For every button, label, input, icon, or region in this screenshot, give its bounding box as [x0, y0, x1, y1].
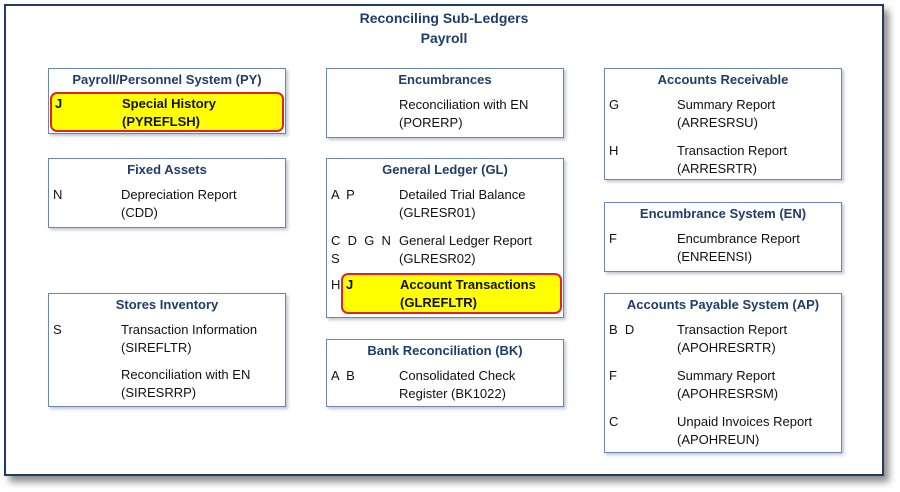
box-title: Accounts Receivable: [657, 72, 789, 87]
report-id: (ENREENSI): [677, 249, 753, 264]
report-id: (APOHRESRSM): [677, 386, 779, 401]
report-id: (SIRESRRP): [121, 385, 197, 400]
report-codes: A P: [331, 187, 355, 202]
report-codes: N: [53, 187, 63, 202]
report-id: (CDD): [121, 205, 158, 220]
box-title: Stores Inventory: [115, 297, 219, 312]
highlight-account-transactions: J Account Transactions (GLREFLTR): [341, 273, 562, 314]
report-name: Reconciliation with EN: [121, 367, 251, 382]
report-name: Transaction Report: [677, 143, 788, 158]
report-codes: G: [609, 97, 620, 112]
diagram-subtitle: Payroll: [420, 30, 468, 46]
report-name: Summary Report: [677, 368, 776, 383]
box-bank-reconciliation: Bank Reconciliation (BK) A B Consolidate…: [326, 339, 564, 407]
report-name: Special History: [122, 96, 216, 111]
report-id: (APOHREUN): [677, 432, 760, 447]
report-name: Transaction Report: [677, 322, 788, 337]
box-title: Fixed Assets: [127, 162, 207, 177]
report-codes: F: [609, 368, 617, 383]
report-id: Register (BK1022): [399, 386, 506, 401]
report-name: Detailed Trial Balance: [399, 187, 526, 202]
report-name: Encumbrance Report: [677, 231, 800, 246]
report-codes: J: [346, 277, 354, 292]
report-name: Depreciation Report: [121, 187, 237, 202]
box-encumbrance-system: Encumbrance System (EN) F Encumbrance Re…: [604, 202, 842, 272]
report-id: (GLRESR02): [399, 251, 476, 266]
highlight-special-history: J Special History (PYREFLSH): [50, 92, 284, 132]
box-stores-inventory: Stores Inventory S Transaction Informati…: [48, 293, 286, 407]
box-accounts-receivable: Accounts Receivable G Summary Report (AR…: [604, 68, 842, 180]
report-id: (PYREFLSH): [122, 114, 200, 129]
box-encumbrances: Encumbrances Reconciliation with EN (POR…: [326, 68, 564, 138]
report-codes: C: [609, 414, 619, 429]
report-codes: S: [331, 251, 340, 266]
report-codes: S: [53, 322, 62, 337]
report-id: (APOHRESRTR): [677, 340, 776, 355]
report-codes: H: [331, 277, 341, 292]
report-codes: B D: [609, 322, 635, 337]
report-codes: H: [609, 143, 619, 158]
box-title: Encumbrances: [398, 72, 492, 87]
report-codes: C D G N: [331, 233, 391, 248]
report-id: (ARRESRTR): [677, 161, 757, 176]
box-accounts-payable: Accounts Payable System (AP) B D Transac…: [604, 293, 842, 453]
box-title: Encumbrance System (EN): [639, 206, 807, 221]
report-name: Unpaid Invoices Report: [677, 414, 813, 429]
diagram-frame: Reconciling Sub-Ledgers Payroll Payroll/…: [4, 4, 884, 476]
report-codes: F: [609, 231, 617, 246]
report-id: (GLRESR01): [399, 205, 476, 220]
report-id: (GLREFLTR): [400, 295, 478, 310]
box-title: Accounts Payable System (AP): [626, 297, 820, 312]
box-title: Bank Reconciliation (BK): [367, 343, 523, 358]
report-name: Transaction Information: [121, 322, 258, 337]
report-name: Summary Report: [677, 97, 776, 112]
box-title: Payroll/Personnel System (PY): [72, 72, 262, 87]
box-title: General Ledger (GL): [382, 162, 508, 177]
report-codes: J: [55, 96, 63, 111]
report-id: (ARRESRSU): [677, 115, 758, 130]
report-id: (SIREFLTR): [121, 340, 192, 355]
box-fixed-assets: Fixed Assets N Depreciation Report (CDD): [48, 158, 286, 228]
report-name: General Ledger Report: [399, 233, 532, 248]
report-codes: A B: [331, 368, 355, 383]
box-payroll-personnel: Payroll/Personnel System (PY) J Special …: [48, 68, 286, 134]
box-general-ledger: General Ledger (GL) A P Detailed Trial B…: [326, 158, 564, 318]
report-id: (PORERP): [399, 115, 463, 130]
report-name: Consolidated Check: [399, 368, 516, 383]
report-name: Reconciliation with EN: [399, 97, 529, 112]
diagram-title: Reconciling Sub-Ledgers: [359, 10, 529, 26]
report-name: Account Transactions: [400, 277, 536, 292]
